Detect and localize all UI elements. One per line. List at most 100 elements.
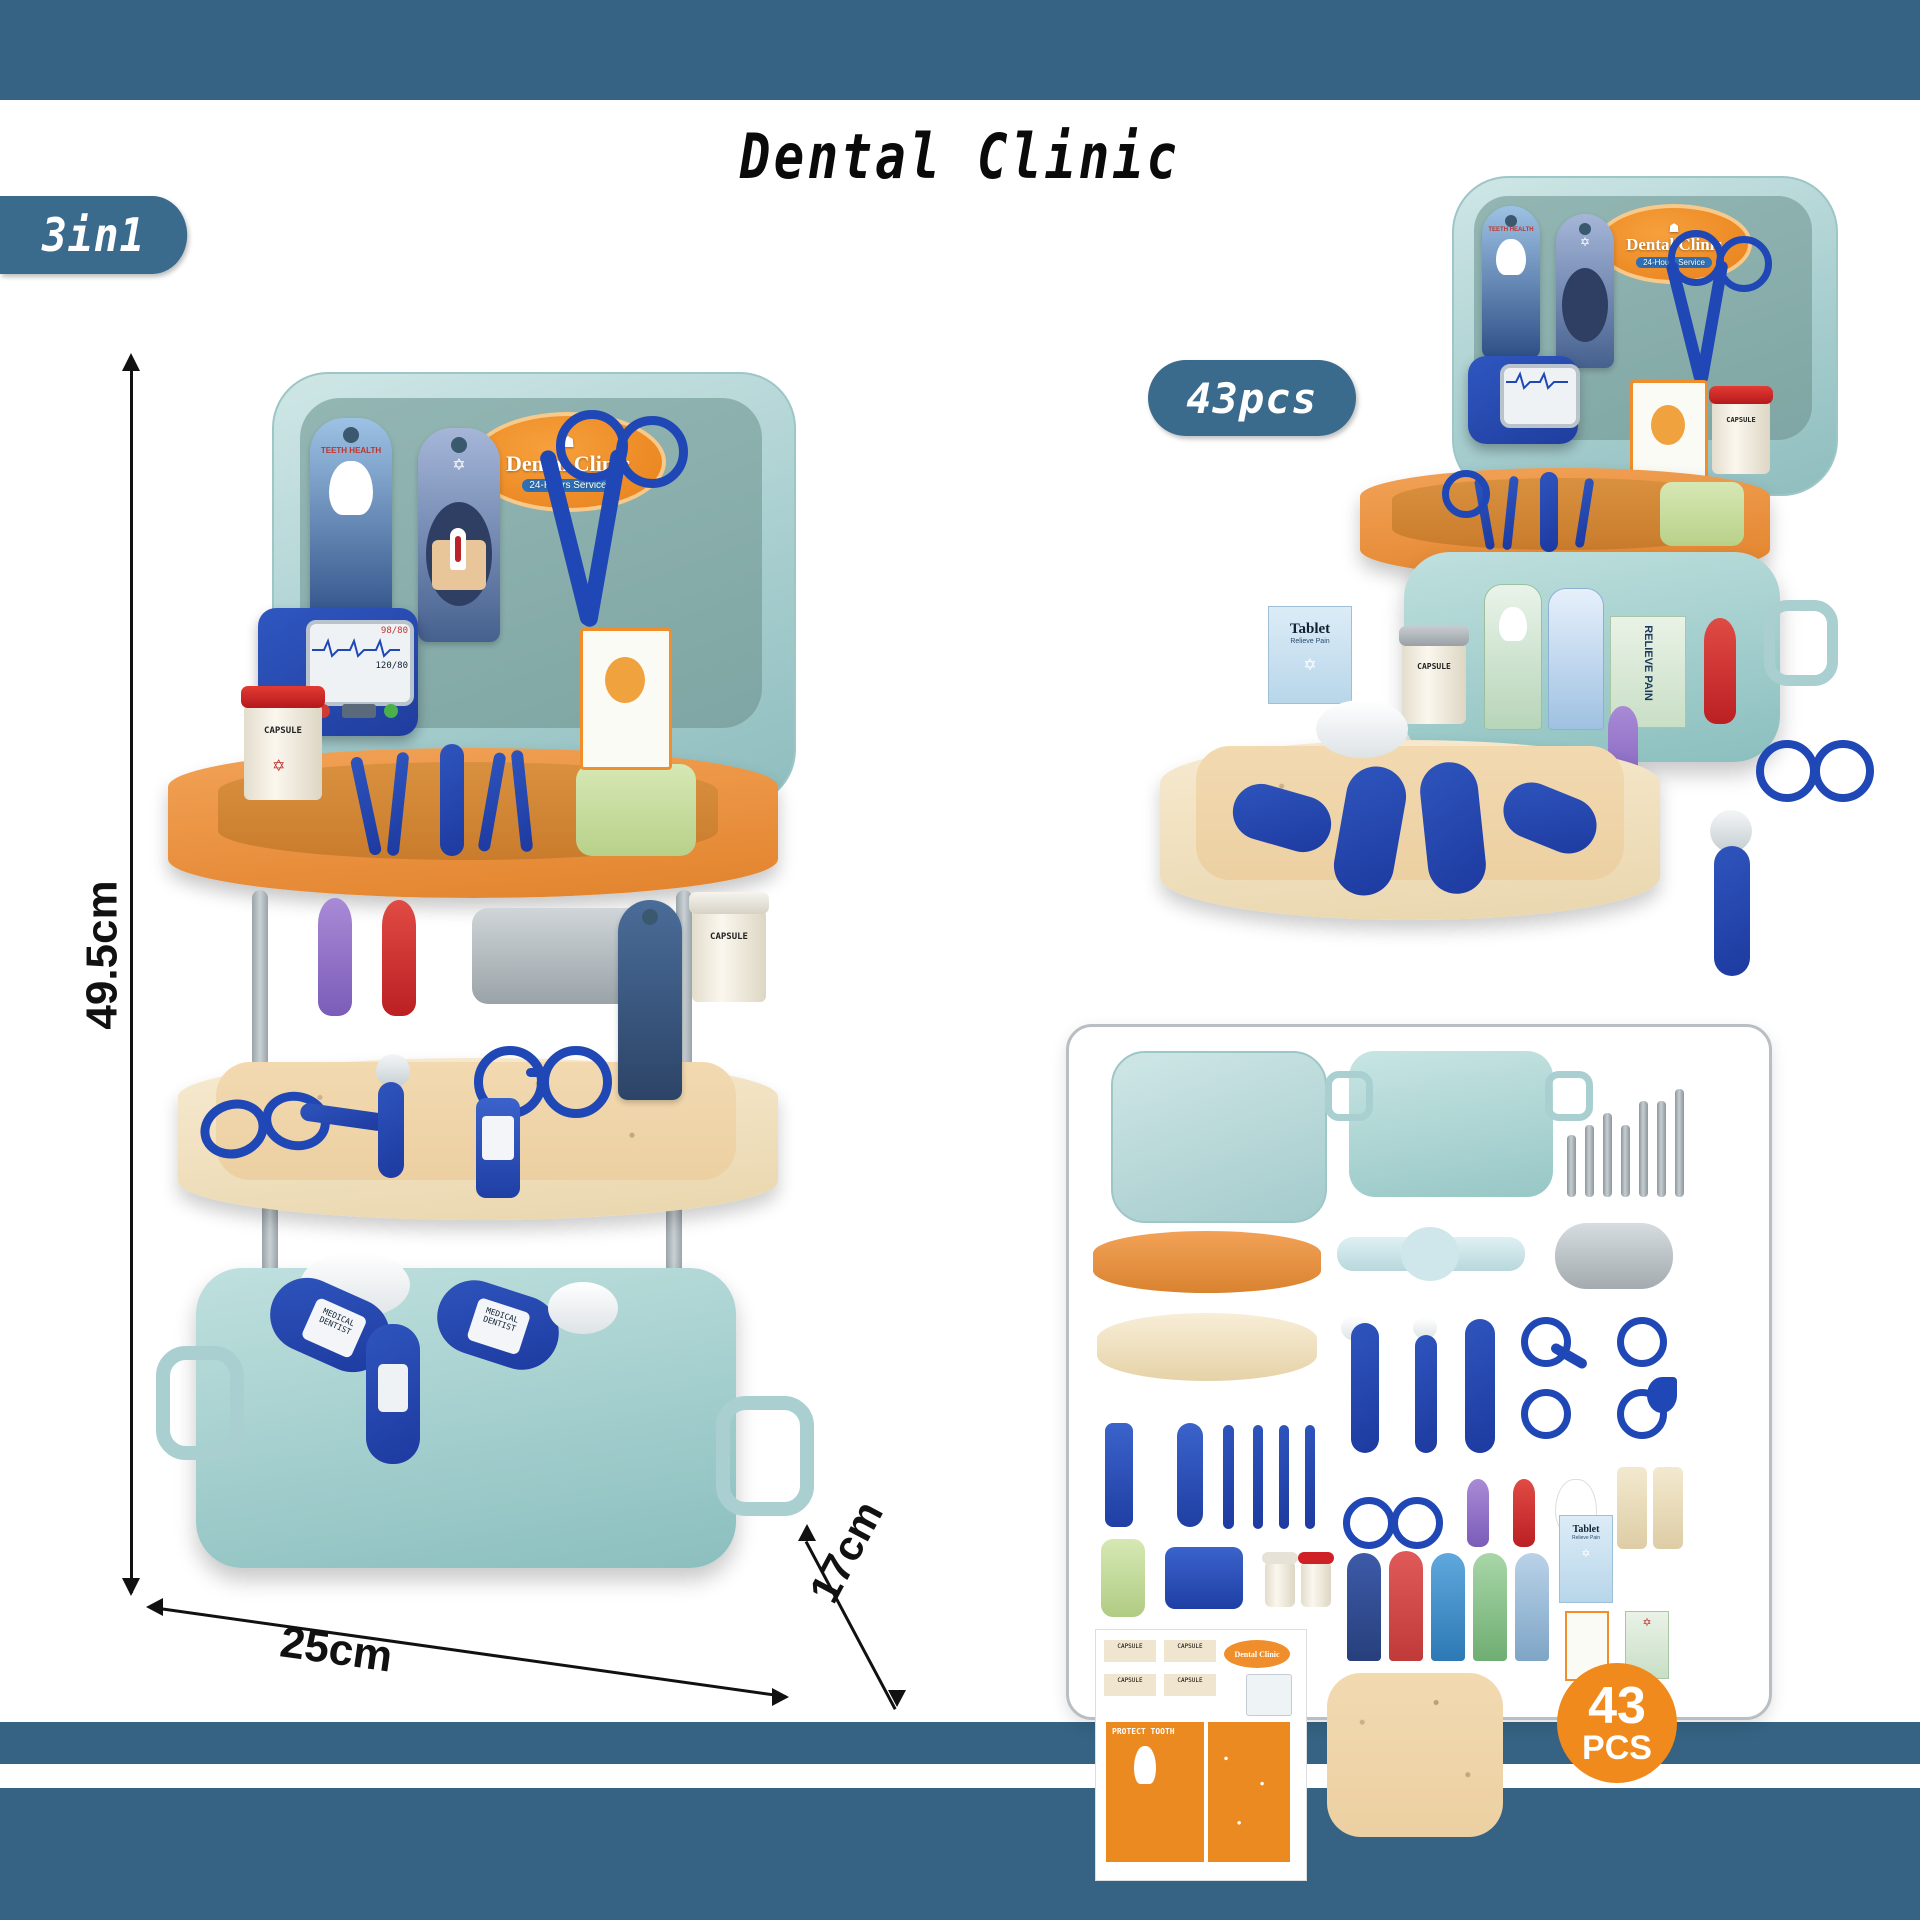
info-card-label: TEETH HEALTH — [320, 446, 382, 455]
card-hole — [1505, 215, 1517, 227]
packed-ampoule-red — [1704, 618, 1736, 724]
sticker-capsule-3: CAPSULE — [1104, 1674, 1156, 1696]
x-ray-graphic — [1651, 405, 1685, 445]
height-arrow-top — [122, 353, 140, 371]
x-ray-graphic — [605, 657, 645, 703]
width-arrow-left — [146, 1598, 163, 1616]
part-grey-rack — [1555, 1223, 1673, 1289]
part-tablet-box: Tablet Relieve Pain ✡ — [1559, 1515, 1613, 1603]
height-dimension-line — [130, 363, 133, 1593]
width-dimension-line — [151, 1606, 786, 1699]
info-card-teeth-health: TEETH HEALTH — [310, 418, 392, 628]
height-dimension-label: 49.5cm — [77, 880, 127, 1030]
thermometer-tool — [366, 1324, 420, 1464]
width-arrow-right — [772, 1688, 789, 1706]
tooth-graphic — [329, 461, 373, 515]
part-tray-orange — [1093, 1231, 1321, 1293]
part-tray-beige — [1097, 1313, 1317, 1381]
tooth-icon: ☗ — [1668, 220, 1680, 235]
blood-pressure-value: 120/80 — [375, 661, 408, 671]
scissors-ring-b — [1617, 1389, 1667, 1439]
part-rod-7 — [1675, 1089, 1684, 1197]
hanger-card-2 — [1389, 1551, 1423, 1661]
jar-label: CAPSULE — [264, 726, 302, 736]
packed-vitals-monitor — [1468, 356, 1580, 444]
glasses-bridge — [526, 1068, 548, 1077]
packed-info-card-1: TEETH HEALTH — [1482, 206, 1540, 358]
scissors-ring-a — [1617, 1317, 1667, 1367]
jar-cap — [1298, 1552, 1334, 1564]
sticker-sheet: CAPSULE CAPSULE CAPSULE CAPSULE Dental C… — [1095, 1629, 1307, 1881]
hanger-card-5 — [1515, 1553, 1549, 1661]
depth-dimension-label: 17cm — [800, 1493, 892, 1611]
part-tub-handle-left — [1325, 1071, 1373, 1121]
part-case-lid — [1111, 1051, 1327, 1223]
part-ampoule-red — [1513, 1479, 1535, 1547]
part-tablet-label: Tablet — [1572, 1524, 1600, 1535]
ecg-waveform-icon — [1506, 371, 1568, 390]
part-jar-white — [1262, 1552, 1298, 1607]
packed-mirror-handle — [1714, 846, 1750, 976]
page-title: Dental Clinic — [739, 120, 1181, 193]
packed-toy-glasses — [1756, 736, 1886, 802]
hanger-card-plaque — [1548, 588, 1604, 730]
height-arrow-bottom — [122, 1578, 140, 1596]
medical-star-icon: ✡ — [452, 457, 466, 474]
part-rod-5 — [1639, 1101, 1648, 1197]
part-rod-2 — [1585, 1125, 1594, 1197]
card-hole — [642, 909, 658, 925]
jar-cap — [1262, 1552, 1298, 1564]
bottom-color-band-thick — [0, 1788, 1920, 1920]
jar-cap — [1399, 626, 1469, 646]
packed-scissors-ring-b — [1716, 236, 1772, 292]
jar-cap — [1709, 386, 1773, 404]
start-button-icon — [384, 704, 398, 718]
packed-tool-3 — [1540, 472, 1558, 552]
part-pick-tool — [1279, 1425, 1289, 1529]
part-rod-1 — [1567, 1135, 1576, 1197]
sticker-label: CAPSULE — [1177, 1677, 1203, 1684]
case-handle-right — [716, 1396, 814, 1516]
sticker-capsule-2: CAPSULE — [1164, 1640, 1216, 1662]
ampoule-purple — [318, 898, 352, 1016]
sticker-clinic-logo: Dental Clinic — [1224, 1640, 1290, 1668]
medical-star-icon: ✡ — [1579, 235, 1591, 249]
part-green-sterilizer — [1101, 1539, 1145, 1617]
dental-mirror-handle — [378, 1082, 404, 1178]
medical-star-icon: ✡ — [1642, 1617, 1652, 1629]
part-case-tub — [1349, 1051, 1553, 1197]
part-bandage-2 — [1653, 1467, 1683, 1549]
parts-layout-panel: Tablet Relieve Pain ✡ ✡ CAPSULE CAPSULE … — [1066, 1024, 1772, 1881]
part-rod-6 — [1657, 1101, 1666, 1197]
anatomy-diagram — [1562, 268, 1608, 342]
jar-cap — [241, 686, 325, 708]
scissors-ring-b — [1521, 1389, 1571, 1439]
x-ray-card — [580, 628, 672, 770]
capsule-jar-white: CAPSULE — [689, 892, 769, 1002]
depth-arrow-top — [798, 1524, 816, 1541]
packed-green-tray — [1660, 482, 1744, 546]
tablet-box: Tablet Relieve Pain ✡ — [1268, 606, 1352, 704]
sticker-tooth-graphic — [1134, 1746, 1156, 1784]
glasses-lens-left — [1343, 1497, 1395, 1549]
top-color-band — [0, 0, 1920, 100]
info-card-tooth-anatomy: ✡ — [418, 428, 500, 642]
tooth-graphic — [1496, 239, 1526, 275]
part-drill-1 — [1351, 1323, 1379, 1453]
hanger-card-1 — [1347, 1553, 1381, 1661]
jar-label: CAPSULE — [710, 932, 748, 942]
part-tweezers-tool — [1305, 1425, 1315, 1529]
toothpaste-tube — [476, 1098, 520, 1198]
part-toy-glasses — [1335, 1493, 1445, 1549]
heart-rate-value: 98/80 — [380, 626, 408, 636]
jar-label: CAPSULE — [1726, 416, 1756, 424]
ampoule-red — [382, 900, 416, 1016]
part-tub-handle-right — [1545, 1071, 1593, 1121]
tooth-graphic — [1499, 607, 1527, 641]
packed-info-card-2: ✡ — [1556, 214, 1614, 368]
tool-bulb-white-2 — [548, 1282, 618, 1334]
scissors-blade-b — [1647, 1377, 1677, 1413]
hanger-card-4 — [1473, 1553, 1507, 1661]
tool-label: MEDICAL DENTIST — [466, 1296, 532, 1356]
sticker-label: CAPSULE — [1177, 1643, 1203, 1650]
